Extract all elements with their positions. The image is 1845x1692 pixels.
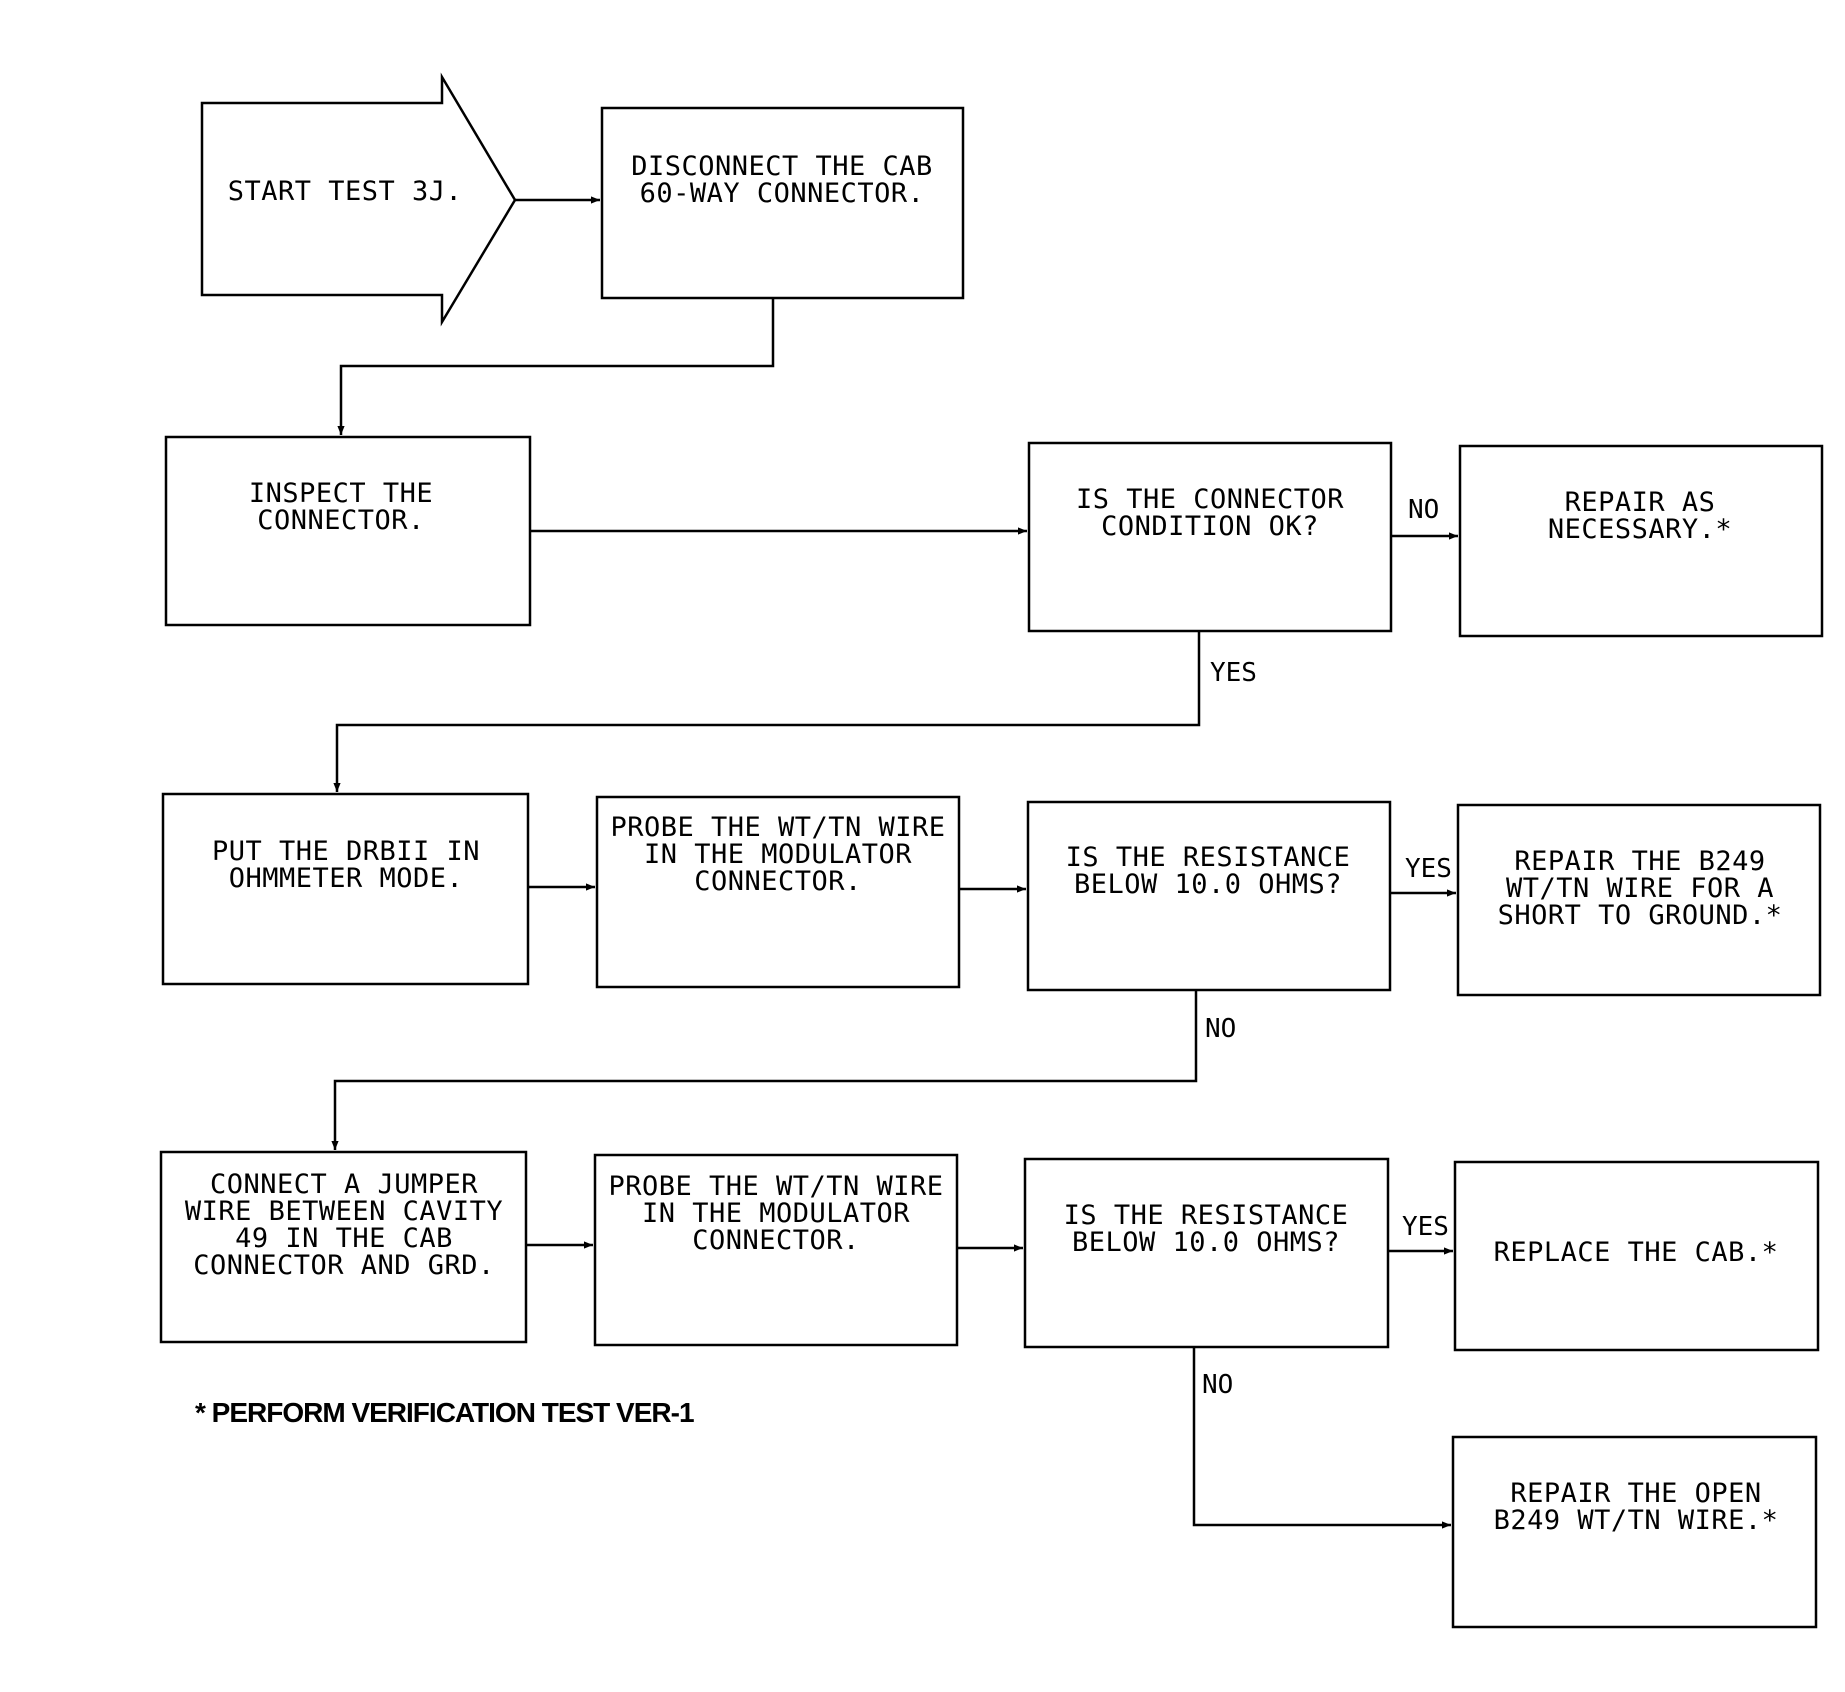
edge-condition-yes [333, 631, 1201, 792]
label-resistance1-yes: YES [1405, 854, 1452, 884]
node-probe2-line: PROBE THE WT/TN WIRE [608, 1171, 943, 1202]
start-arrow-shape [200, 72, 517, 327]
node-repair-necessary-line: REPAIR AS [1565, 487, 1716, 518]
edge-disconnect-to-inspect [337, 298, 775, 435]
node-disconnect-box [600, 106, 965, 300]
node-jumper-line: CONNECT A JUMPER [210, 1169, 478, 1200]
node-drbii-line: OHMMETER MODE. [229, 863, 464, 894]
node-repair-necessary-line: NECESSARY.* [1548, 514, 1732, 545]
node-q-condition-line: CONDITION OK? [1101, 511, 1319, 542]
label-condition-yes: YES [1210, 658, 1257, 688]
node-repair-short-line: SHORT TO GROUND.* [1498, 900, 1783, 931]
node-start-line: START TEST 3J. [228, 176, 463, 207]
node-q-resistance1-line: IS THE RESISTANCE [1066, 842, 1351, 873]
node-q-resistance2-line: BELOW 10.0 OHMS? [1072, 1227, 1340, 1258]
node-q-resistance1-box [1026, 800, 1392, 992]
node-repair-short-line: WT/TN WIRE FOR A [1506, 873, 1774, 904]
node-repair-short-line: REPAIR THE B249 [1514, 846, 1765, 877]
edge-resistance1-no [331, 990, 1198, 1150]
node-disconnect-line: DISCONNECT THE CAB [631, 151, 933, 182]
label-resistance2-yes: YES [1402, 1212, 1449, 1242]
edge-resistance2-no [1192, 1347, 1451, 1529]
node-repair-open-line: REPAIR THE OPEN [1510, 1478, 1761, 1509]
node-probe2-line: CONNECTOR. [692, 1225, 860, 1256]
node-jumper-line: CONNECTOR AND GRD. [193, 1250, 495, 1281]
label-condition-no: NO [1408, 495, 1439, 525]
node-probe1-line: PROBE THE WT/TN WIRE [610, 812, 945, 843]
node-probe1-line: CONNECTOR. [694, 866, 862, 897]
node-q-resistance1-line: BELOW 10.0 OHMS? [1074, 869, 1342, 900]
node-jumper-box [159, 1150, 528, 1344]
node-replace-cab-box [1453, 1160, 1820, 1352]
node-drbii-box [161, 792, 530, 986]
node-start: START TEST 3J. [228, 176, 463, 207]
node-inspect-line: CONNECTOR. [257, 505, 425, 536]
label-resistance1-no: NO [1205, 1014, 1236, 1044]
node-jumper-line: WIRE BETWEEN CAVITY [185, 1196, 503, 1227]
node-replace-cab-line: REPLACE THE CAB.* [1494, 1237, 1779, 1268]
node-disconnect-line: 60-WAY CONNECTOR. [640, 178, 925, 209]
node-probe1-line: IN THE MODULATOR [644, 839, 912, 870]
footnote: * PERFORM VERIFICATION TEST VER-1 [195, 1397, 694, 1428]
node-probe2-box [593, 1153, 959, 1347]
node-q-resistance2-box [1023, 1157, 1390, 1349]
node-drbii-line: PUT THE DRBII IN [212, 836, 480, 867]
node-jumper-line: 49 IN THE CAB [235, 1223, 453, 1254]
node-q-resistance2-line: IS THE RESISTANCE [1064, 1200, 1349, 1231]
node-q-condition-line: IS THE CONNECTOR [1076, 484, 1344, 515]
node-replace-cab: REPLACE THE CAB.* [1494, 1237, 1779, 1268]
node-repair-open-line: B249 WT/TN WIRE.* [1494, 1505, 1779, 1536]
label-resistance2-no: NO [1202, 1370, 1233, 1400]
node-repair-short-box [1456, 803, 1822, 997]
node-q-condition-box [1027, 441, 1393, 633]
node-probe1-box [595, 795, 961, 989]
node-repair-open-box [1451, 1435, 1818, 1629]
node-probe2-line: IN THE MODULATOR [642, 1198, 910, 1229]
node-repair-necessary-box [1458, 444, 1824, 638]
node-inspect-line: INSPECT THE [249, 478, 433, 509]
